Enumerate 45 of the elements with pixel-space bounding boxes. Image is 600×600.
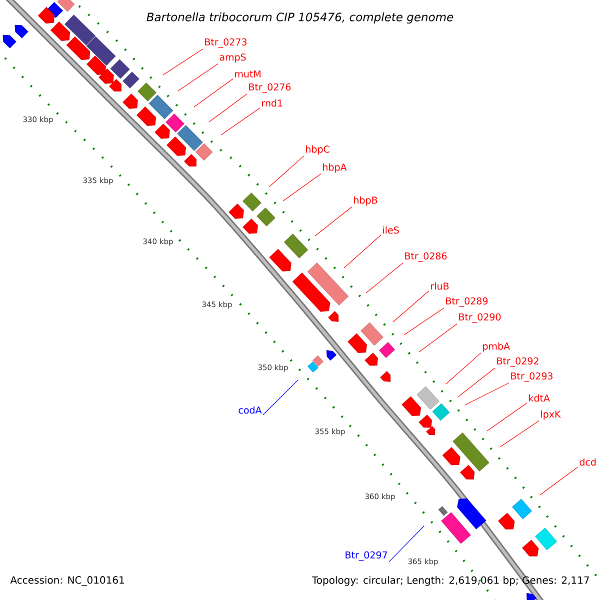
leader-line — [268, 156, 304, 188]
leader-line — [500, 420, 540, 448]
leader-line — [344, 234, 382, 268]
gene-label: Btr_0293 — [511, 372, 552, 382]
gene-label: ileS — [383, 226, 399, 234]
gene-label: Btr_0292 — [497, 357, 538, 367]
leader-line — [486, 402, 528, 432]
leader-line — [540, 466, 578, 496]
gene-label: codA — [238, 406, 262, 414]
gene-label: mutM — [235, 70, 260, 78]
leader-line — [162, 48, 204, 76]
leader-line — [418, 324, 458, 352]
gene-label: hbpA — [323, 163, 347, 173]
gene-label: dcd — [580, 458, 596, 466]
gene-label: hbpC — [306, 145, 330, 155]
leader-line — [220, 108, 260, 136]
leader-line — [366, 262, 404, 294]
gene-label: Btr_0286 — [405, 252, 447, 262]
gene-label: lpxK — [541, 410, 561, 420]
gene-label: Btr_0276 — [249, 83, 291, 93]
leader-line — [282, 174, 322, 202]
leader-line — [458, 368, 496, 398]
gene-label: rnd1 — [262, 99, 282, 107]
footer-text: Accession: NC_010161 — [10, 576, 124, 586]
leader-line — [314, 206, 352, 236]
leader-line — [464, 382, 510, 406]
gene-label: pmbA — [483, 342, 510, 352]
leader-line — [404, 308, 444, 336]
gene-label: Btr_0290 — [459, 313, 501, 323]
leader-line — [178, 63, 218, 92]
footer-text: Topology: circular; Length: 2,619,061 bp; Genes: 2,117 — [312, 576, 589, 586]
title: Bartonella tribocorum CIP 105476, complete genome — [146, 12, 454, 24]
leader-line — [262, 380, 298, 416]
gene-label: hbpB — [354, 196, 378, 206]
gene-label: kdtA — [529, 394, 550, 402]
gene-label: Btr_0297 — [346, 551, 387, 561]
gene-label: Btr_0289 — [446, 297, 488, 307]
leader-line — [208, 94, 248, 122]
gene-label: rluB — [431, 282, 449, 290]
leader-line — [388, 526, 424, 562]
gene-label: Btr_0273 — [205, 38, 246, 48]
leader-line — [392, 290, 430, 322]
leader-line — [446, 352, 482, 384]
gene-label: ampS — [220, 53, 246, 62]
leader-line — [194, 78, 234, 108]
